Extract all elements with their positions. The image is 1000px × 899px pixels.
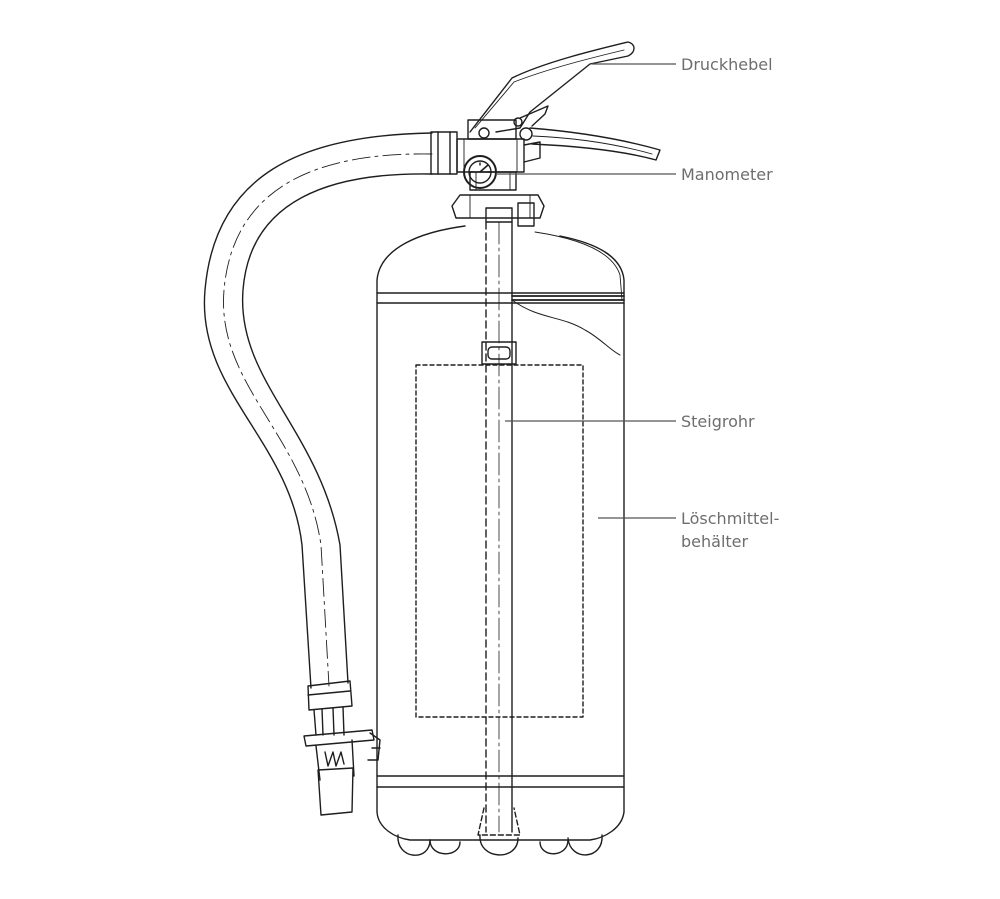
label-manometer: Manometer — [681, 165, 773, 184]
cylinder-body — [376, 225, 625, 841]
label-behaelter-line2: behälter — [681, 532, 749, 551]
valve-head — [456, 119, 541, 191]
hose — [203, 132, 433, 689]
label-steigrohr: Steigrohr — [681, 412, 755, 431]
riser-tube — [477, 221, 521, 836]
pressure-lever — [469, 41, 635, 139]
manometer-gauge — [463, 155, 497, 189]
cylinder-feet — [397, 834, 603, 856]
neck-collar — [451, 194, 545, 227]
nozzle — [303, 680, 381, 816]
hose-coupling — [430, 131, 458, 175]
label-druckhebel: Druckhebel — [681, 55, 773, 74]
label-plate — [415, 364, 584, 718]
carrying-handle — [519, 105, 661, 161]
label-behaelter-line1: Löschmittel- — [681, 509, 780, 528]
